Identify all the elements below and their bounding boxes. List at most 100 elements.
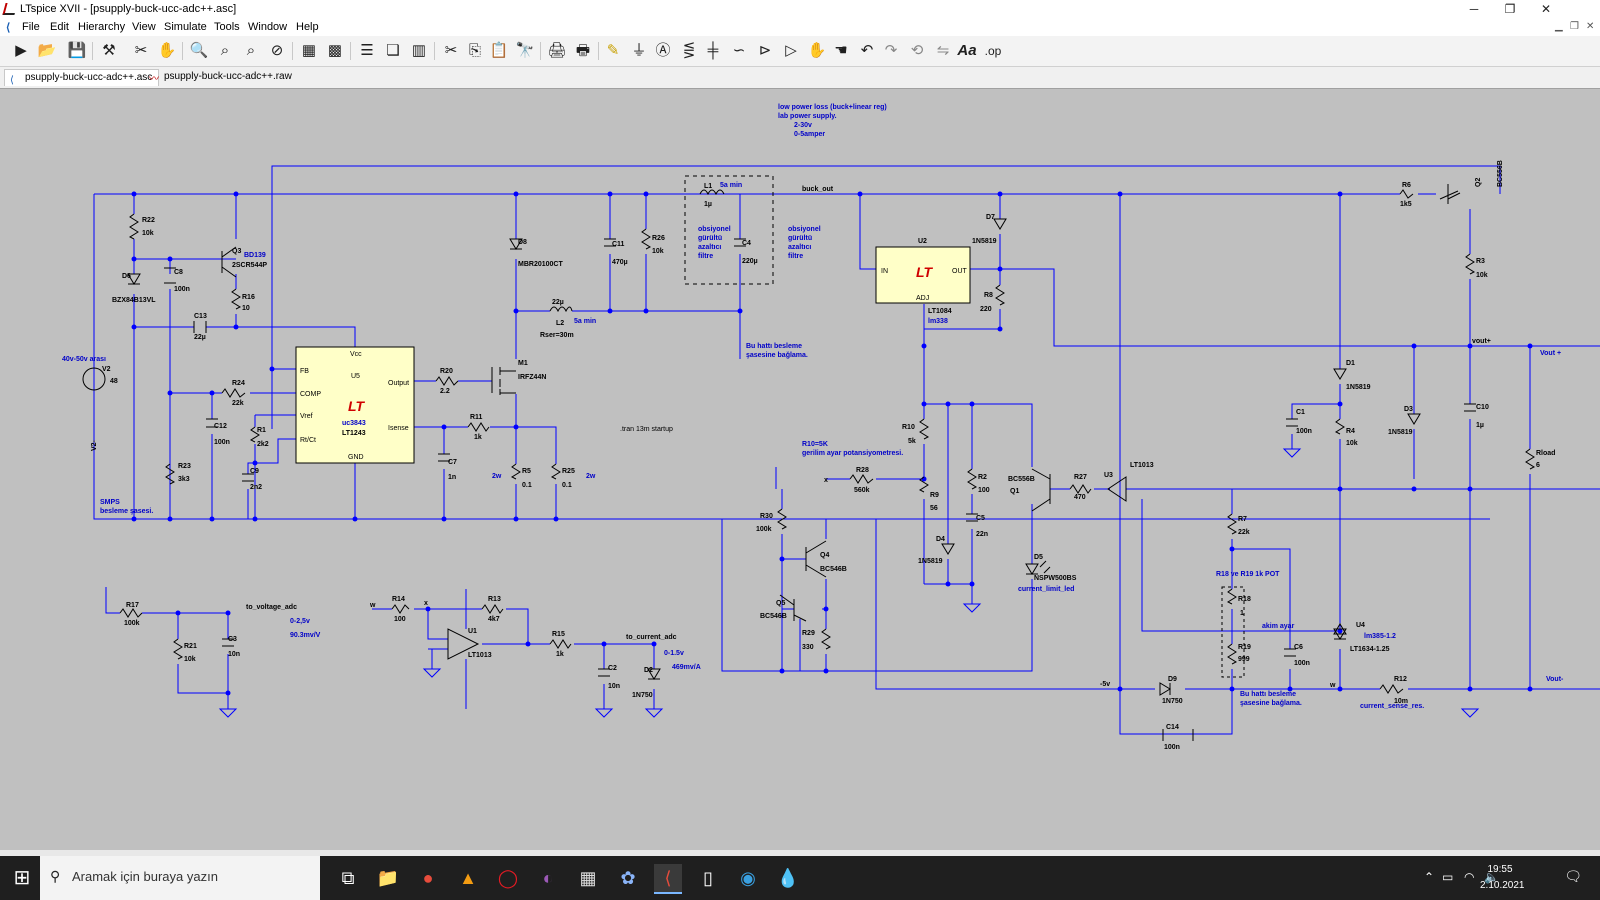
zoom-out-icon[interactable]: ⌕ bbox=[246, 42, 256, 59]
wifi-icon[interactable]: ◠ bbox=[1464, 870, 1475, 884]
save-icon[interactable]: 💾 bbox=[67, 42, 87, 59]
pan-icon[interactable]: ✋ bbox=[157, 42, 177, 59]
opera-icon[interactable]: ◯ bbox=[497, 868, 519, 888]
menu-view[interactable]: View bbox=[132, 21, 156, 33]
menu-window[interactable]: Window bbox=[248, 21, 288, 33]
ground-icon[interactable]: ⏚ bbox=[631, 42, 647, 59]
tab-schematic[interactable]: ⟨ psupply-buck-ucc-adc++.asc bbox=[4, 69, 160, 86]
control-panel-icon[interactable]: ⚒ bbox=[102, 42, 116, 59]
notepad-icon[interactable]: ▯ bbox=[703, 868, 713, 888]
part-ref: R11 bbox=[470, 414, 483, 421]
diode-icon[interactable]: ⊳ bbox=[758, 42, 772, 59]
inductor-icon[interactable]: ∽ bbox=[732, 42, 746, 59]
menu-tools[interactable]: Tools bbox=[214, 21, 240, 33]
cut-icon[interactable]: ✂ bbox=[444, 42, 458, 59]
undo-icon[interactable]: ↶ bbox=[860, 42, 874, 59]
taskbar-search[interactable]: ⚲ Aramak için buraya yazın bbox=[40, 856, 320, 900]
part-ref: C6 bbox=[1294, 644, 1303, 651]
zoom-fit-icon[interactable]: ⌕ bbox=[220, 42, 230, 59]
clock[interactable]: 19:55 2.10.2021 bbox=[1480, 862, 1525, 894]
volume-icon[interactable]: 🔈 bbox=[1484, 870, 1499, 884]
paste-icon[interactable]: 📋 bbox=[489, 42, 509, 59]
close-button[interactable]: ✕ bbox=[1540, 2, 1552, 16]
note-filter2-line2: gürültü bbox=[788, 235, 812, 242]
spice-directive[interactable]: .tran 13m startup bbox=[620, 426, 673, 433]
battery-icon[interactable]: ▭ bbox=[1442, 870, 1454, 884]
rotate-icon[interactable]: ⟲ bbox=[910, 42, 924, 59]
redo-icon[interactable]: ↷ bbox=[884, 42, 898, 59]
run-icon[interactable]: ▶ bbox=[15, 42, 27, 59]
note-filter1-line2: gürültü bbox=[698, 235, 722, 242]
menu-file[interactable]: File bbox=[22, 21, 40, 33]
ltspice-taskbar-icon[interactable]: ⟨ bbox=[654, 864, 682, 894]
child-close-icon[interactable]: ✕ bbox=[1586, 21, 1595, 32]
app-icon-3[interactable]: ✿ bbox=[620, 868, 636, 888]
part-val: 1k5 bbox=[1400, 201, 1412, 208]
halt-icon[interactable]: ✂ bbox=[134, 42, 148, 59]
schematic-canvas[interactable]: LT LT FB COMP Vref Rt/Ct Vcc U5 Output I… bbox=[0, 88, 1600, 851]
tray-chevron-icon[interactable]: ⌃ bbox=[1424, 870, 1435, 884]
spice-directive-icon[interactable]: .op bbox=[984, 44, 1002, 58]
note-header-line3: 2-30v bbox=[794, 122, 812, 129]
open-folder-icon[interactable]: 📂 bbox=[37, 42, 57, 59]
label-net-icon[interactable]: Ⓐ bbox=[655, 42, 671, 59]
calculator-icon[interactable]: ▦ bbox=[579, 868, 597, 888]
component-icon[interactable]: ▷ bbox=[785, 42, 797, 59]
note-ground2-line1: Bu hattı besleme bbox=[1240, 691, 1296, 698]
drag-icon[interactable]: ☚ bbox=[834, 42, 848, 59]
menu-simulate[interactable]: Simulate bbox=[164, 21, 207, 33]
part-val: IRFZ44N bbox=[518, 374, 546, 381]
task-view-icon[interactable]: ⧉ bbox=[341, 868, 355, 888]
menu-edit[interactable]: Edit bbox=[50, 21, 69, 33]
part-val: 470µ bbox=[612, 259, 628, 266]
windows-start-icon[interactable]: ⊞ bbox=[13, 867, 31, 889]
vlc-icon[interactable]: ▲ bbox=[459, 868, 477, 888]
copy-icon[interactable]: ⎘ bbox=[468, 42, 481, 59]
u5-part1: uc3843 bbox=[342, 420, 366, 427]
tile-horizontal-icon[interactable]: ☰ bbox=[360, 42, 374, 59]
part-val: 5k bbox=[908, 438, 916, 445]
schematic-drawing[interactable]: LT LT FB COMP Vref Rt/Ct Vcc U5 Output I… bbox=[0, 89, 1600, 851]
part-val: 999 bbox=[1238, 656, 1250, 663]
find-icon[interactable]: 🔭 bbox=[515, 42, 535, 59]
part-ref: C14 bbox=[1166, 724, 1179, 731]
browser-icon[interactable]: ◉ bbox=[740, 868, 756, 888]
zoom-in-icon[interactable]: 🔍 bbox=[189, 42, 209, 59]
zoom-cancel-icon[interactable]: ⊘ bbox=[270, 42, 284, 59]
part-ref: R20 bbox=[440, 368, 453, 375]
menu-hierarchy[interactable]: Hierarchy bbox=[78, 21, 126, 33]
part-ref: R28 bbox=[856, 467, 869, 474]
grid-icon[interactable]: ▩ bbox=[327, 42, 343, 59]
u5-pin-gnd: GND bbox=[348, 454, 364, 461]
child-restore-icon[interactable]: ❐ bbox=[1570, 21, 1579, 32]
text-icon[interactable]: Aa bbox=[957, 42, 977, 59]
capacitor-icon[interactable]: ╪ bbox=[707, 42, 719, 59]
print-icon[interactable]: 🖶 bbox=[575, 42, 591, 59]
mirror-icon[interactable]: ⇋ bbox=[936, 42, 950, 59]
maximize-button[interactable]: ❐ bbox=[1504, 2, 1516, 16]
app-icon-2[interactable]: ◐ bbox=[542, 868, 554, 888]
resistor-icon[interactable]: ⋚ bbox=[682, 42, 696, 59]
file-explorer-icon[interactable]: 📁 bbox=[376, 868, 400, 888]
part-val: 4k7 bbox=[488, 616, 500, 623]
cascade-icon[interactable]: ❏ bbox=[386, 42, 400, 59]
note-adc2-line2: 0-1.5v bbox=[664, 650, 684, 657]
app-icon-4[interactable]: 💧 bbox=[776, 868, 800, 888]
tile-vertical-icon[interactable]: ▥ bbox=[411, 42, 427, 59]
print-preview-icon[interactable]: 🖨 bbox=[547, 42, 567, 59]
move-icon[interactable]: ✋ bbox=[807, 42, 827, 59]
note-r25: 2w bbox=[586, 473, 596, 480]
app-icon[interactable]: ● bbox=[422, 868, 434, 888]
child-window-icon[interactable]: ⟨ bbox=[6, 22, 11, 34]
tab-waveform[interactable]: 〰 psupply-buck-ucc-adc++.raw bbox=[144, 69, 298, 85]
autoscale-icon[interactable]: ▦ bbox=[301, 42, 317, 59]
part-val: 100k bbox=[124, 620, 140, 627]
note-akim-ayar: akim ayar bbox=[1262, 623, 1295, 630]
ic-u5[interactable] bbox=[295, 346, 415, 464]
draw-wire-icon[interactable]: ✎ bbox=[606, 42, 620, 59]
minimize-button[interactable]: ─ bbox=[1469, 2, 1479, 16]
notification-icon[interactable]: 🗨 bbox=[1564, 868, 1582, 884]
menu-help[interactable]: Help bbox=[296, 21, 319, 33]
child-minimize-icon[interactable]: ▁ bbox=[1555, 21, 1563, 32]
ic-u2[interactable] bbox=[875, 246, 971, 304]
